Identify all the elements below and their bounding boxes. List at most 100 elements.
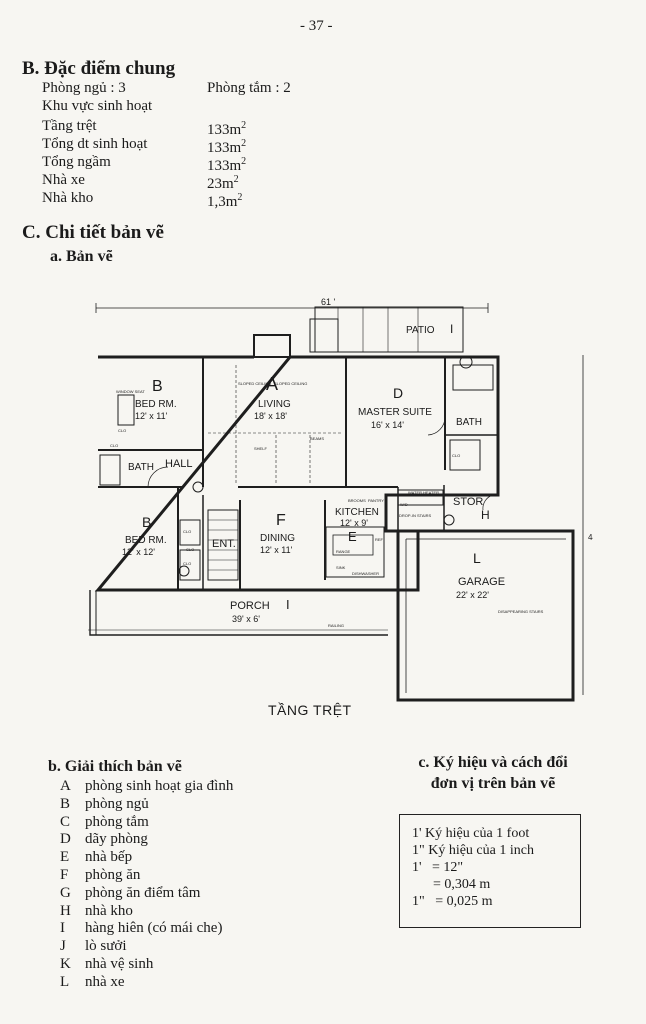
legend-letter: G <box>60 884 71 901</box>
porch-label: PORCH <box>230 600 270 612</box>
section-c-title: C. Chi tiết bản vẽ <box>22 222 164 243</box>
dim-width-label: 61 ' <box>321 297 336 307</box>
legend-letter: B <box>60 795 71 812</box>
clo-label: CLO <box>110 443 118 448</box>
legend-title: b. Giải thích bản vẽ <box>48 758 182 775</box>
legend-text: lò sưởi <box>85 938 127 955</box>
dining-size: 12' x 11' <box>260 545 293 555</box>
units-title-line2: đơn vị trên bản vẽ <box>430 775 556 792</box>
porch-letter: I <box>286 597 290 612</box>
units-title-line1: c. Ký hiệu và cách đổi <box>418 754 568 771</box>
patio-label: PATIO <box>406 325 435 336</box>
spec-value: 133m2 <box>207 138 247 156</box>
sink-label: SINK <box>336 565 346 570</box>
spec-value: 23m2 <box>207 174 239 192</box>
kitchen-label: KITCHEN <box>335 507 379 518</box>
master-size: 16' x 14' <box>371 420 404 430</box>
unit-conversion-line: 1" Ký hiệu của 1 inch <box>412 843 534 858</box>
unit-conversion-line: = 0,304 m <box>412 877 491 892</box>
legend-letter: J <box>60 938 66 955</box>
unit-conversion-line: 1' Ký hiệu của 1 foot <box>412 826 530 841</box>
legend-text: phòng tắm <box>85 813 149 830</box>
sloped-ceiling-label: SLOPED CEILING <box>238 381 271 386</box>
legend-text: hàng hiên (có mái che) <box>85 920 223 937</box>
spec-label: Tầng trệt <box>42 118 97 134</box>
beams-label: BEAMS <box>310 436 324 441</box>
ent-label: ENT. <box>212 538 236 550</box>
legend-text: nhà vệ sinh <box>85 955 154 972</box>
legend-text: nhà bếp <box>85 849 133 866</box>
legend-text: phòng ăn <box>85 866 141 883</box>
page-number: - 37 - <box>300 18 333 34</box>
water-heater-label: WATER HEATER <box>408 490 439 495</box>
legend-text: nhà xe <box>85 973 125 990</box>
clo-label: CLO <box>186 547 194 552</box>
bed1-label: BED RM. <box>135 399 177 410</box>
living-label: LIVING <box>258 399 291 410</box>
dining-letter: F <box>276 512 286 529</box>
drawing-subtitle: a. Bản vẽ <box>50 248 113 265</box>
legend-text: dãy phòng <box>85 831 148 848</box>
bed2-letter: B <box>142 514 151 530</box>
garage-size: 22' x 22' <box>456 590 489 600</box>
legend-text: nhà kho <box>85 902 133 919</box>
spec-value: 133m2 <box>207 156 247 174</box>
ref-label: REF <box>375 537 384 542</box>
kitchen-size: 12' x 9' <box>340 518 368 528</box>
patio-letter: I <box>450 322 453 336</box>
legend-letter: E <box>60 849 70 866</box>
legend-letter: C <box>60 813 71 830</box>
legend-letter: D <box>60 831 71 848</box>
disappearing-stairs-label: DISAPPEARING STAIRS <box>498 609 544 614</box>
brooms-label: BROOMS <box>348 498 366 503</box>
legend-letter: K <box>60 955 71 972</box>
bath-master-label: BATH <box>456 417 482 428</box>
bedrooms-count: Phòng ngủ : 3 <box>42 80 126 96</box>
window-seat-label: WINDOW SEAT <box>116 389 145 394</box>
bed2-size: 12' x 12' <box>122 547 155 557</box>
spec-label: Nhà kho <box>42 190 94 206</box>
legend-text: phòng ăn điểm tâm <box>85 884 201 901</box>
legend-text: phòng ngủ <box>85 795 149 812</box>
units-box: 1' Ký hiệu của 1 foot 1" Ký hiệu của 1 in… <box>399 814 581 928</box>
bath-hall-label: BATH <box>128 462 154 473</box>
spec-value: 1,3m2 <box>207 192 243 210</box>
stor-letter: H <box>481 508 490 522</box>
hall-label: HALL <box>165 458 193 470</box>
master-label: MASTER SUITE <box>358 407 432 418</box>
spec-label: Tổng ngầm <box>42 154 111 170</box>
master-letter: D <box>393 385 403 401</box>
clo-label: CLO <box>183 529 191 534</box>
drop-in-stairs-label: DROP-IN STAIRS <box>399 513 431 518</box>
floor-plan-caption: TẦNG TRỆT <box>268 702 352 718</box>
stor-label: STOR <box>453 496 483 508</box>
bed1-letter: B <box>152 378 163 395</box>
dim-depth-label: 44 ' <box>588 533 593 542</box>
range-label: RANGE <box>336 549 351 554</box>
spec-value: 133m2 <box>207 120 247 138</box>
living-size: 18' x 18' <box>254 411 287 421</box>
dining-label: DINING <box>260 533 295 544</box>
spec-label: Nhà xe <box>42 172 85 188</box>
garage-letter: L <box>473 550 481 566</box>
porch-size: 39' x 6' <box>232 614 260 624</box>
units-title: c. Ký hiệu và cách đổi đơn vị trên bản v… <box>378 752 608 794</box>
unit-conversion-line: 1" = 0,025 m <box>412 894 493 909</box>
section-b-title: B. Đặc điểm chung <box>22 58 176 79</box>
unit-conversion-line: 1' = 12" <box>412 860 464 875</box>
clo-label: CLO <box>118 428 126 433</box>
